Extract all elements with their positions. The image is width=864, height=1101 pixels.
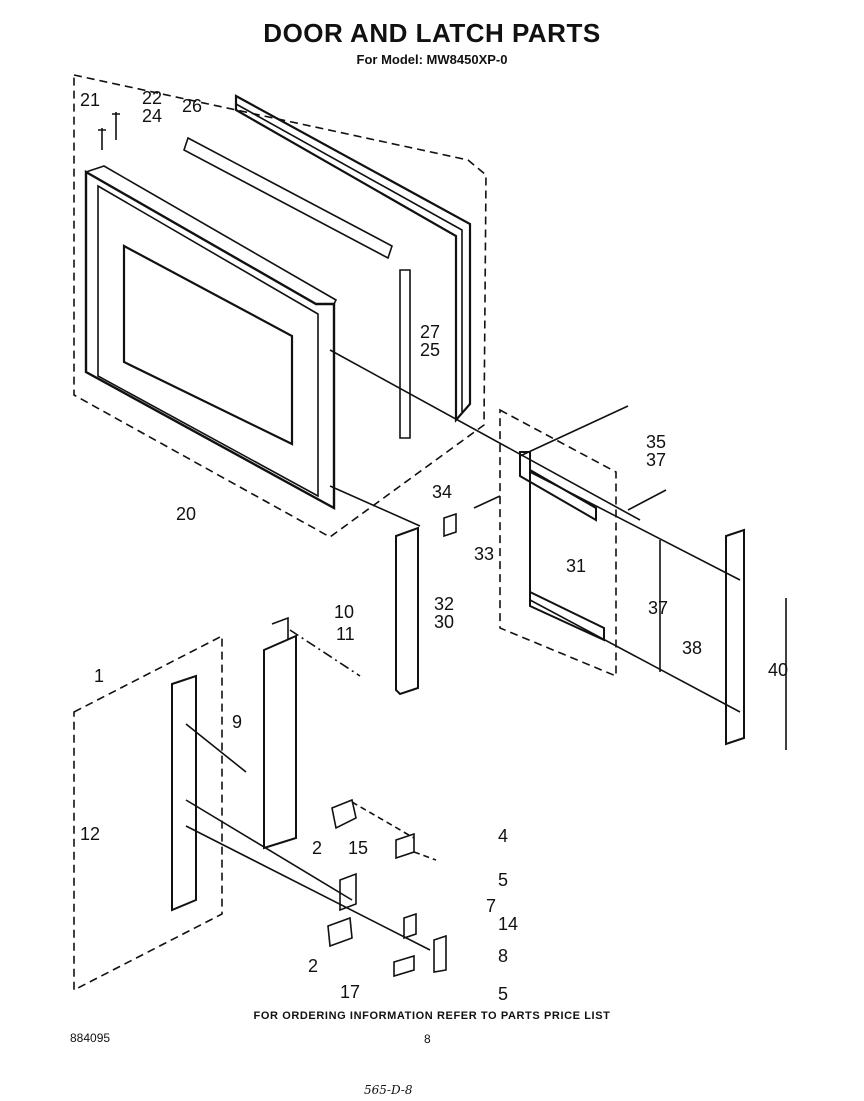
plate-15 [339, 872, 357, 912]
actuator-4 [395, 832, 415, 860]
callout-34: 34 [432, 482, 452, 502]
door-gasket-26-27 [234, 94, 472, 423]
callout-40: 40 [768, 660, 788, 680]
handwritten-code: 565-D-8 [364, 1083, 413, 1097]
callout-37a: 37 [646, 450, 666, 470]
document-number: 884095 [70, 1031, 111, 1045]
door-frame-inner [97, 184, 319, 498]
hinge-bar-38 [725, 528, 745, 746]
callout-25: 25 [420, 340, 440, 360]
callout-2a: 2 [312, 838, 322, 858]
callout-38: 38 [682, 638, 702, 658]
spring-34 [473, 495, 501, 509]
mounting-bracket-1 [171, 674, 197, 912]
door-group-boundary [73, 74, 487, 538]
callout-22: 22 [142, 88, 162, 108]
callout-32: 32 [434, 594, 454, 614]
callout-14: 14 [498, 914, 518, 934]
callout-9: 9 [232, 712, 242, 732]
callout-11: 11 [336, 624, 355, 644]
callout-20: 20 [176, 504, 196, 524]
callout-1: 1 [94, 666, 104, 686]
callout-24: 24 [142, 106, 162, 126]
callout-33: 33 [474, 544, 494, 564]
callout-7: 7 [486, 896, 496, 916]
choke-strip-25 [399, 269, 411, 439]
callout-2b: 2 [308, 956, 318, 976]
door-window [122, 244, 294, 446]
callout-30: 30 [434, 612, 454, 632]
switch-2-upper [331, 798, 357, 830]
latch-33 [443, 512, 457, 538]
callout-12: 12 [80, 824, 100, 844]
switch-14 [433, 934, 447, 973]
callout-8: 8 [498, 946, 508, 966]
callout-35: 35 [646, 432, 666, 452]
callout-10: 10 [334, 602, 354, 622]
latch-plate-30 [519, 451, 605, 642]
page-number: 8 [424, 1032, 431, 1046]
actuator-7 [403, 912, 417, 940]
door-frame-top [85, 165, 338, 305]
callout-17: 17 [340, 982, 360, 1002]
seal-strip-24 [183, 136, 393, 260]
callout-5a: 5 [498, 870, 508, 890]
callout-26: 26 [182, 96, 202, 116]
bracket-group-boundary [73, 634, 223, 992]
switch-2-lower [327, 916, 353, 948]
model-subtitle: For Model: MW8450XP-0 [356, 52, 508, 67]
door-frame-outer [84, 169, 336, 511]
callout-4: 4 [498, 826, 508, 846]
actuator-17 [393, 954, 415, 978]
interlock-bracket-10 [263, 634, 297, 850]
callout-37b: 37 [648, 598, 668, 618]
callout-5b: 5 [498, 984, 508, 1004]
callout-27: 27 [420, 322, 440, 342]
screw-21 [98, 128, 106, 150]
page-title: DOOR AND LATCH PARTS [263, 18, 601, 48]
callout-31: 31 [566, 556, 586, 576]
callout-21: 21 [80, 90, 100, 110]
latch-group-boundary [499, 408, 617, 678]
screw-22 [112, 112, 120, 140]
callout-15: 15 [348, 838, 368, 858]
latch-handle-32 [395, 526, 419, 696]
ordering-note: FOR ORDERING INFORMATION REFER TO PARTS … [253, 1010, 611, 1022]
